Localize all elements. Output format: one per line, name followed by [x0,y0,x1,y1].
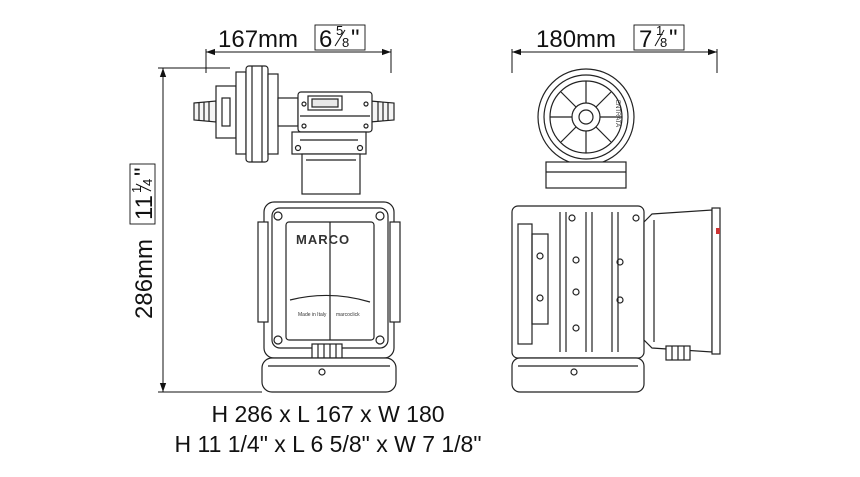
dimensions-summary-mm: H 286 x L 167 x W 180 [211,401,444,427]
height-inch-num: 1 [129,186,144,193]
front-width-dimension [205,24,392,73]
side-inlet-text: ENTRATA [614,100,620,127]
front-pump-head [193,65,395,195]
front-width-inch-whole: 6 [319,26,332,53]
height-inch-mark: " [130,167,157,176]
side-width-mm: 180mm [536,26,616,53]
front-width-inch-den: 8 [342,35,349,50]
front-brand-logo: MARCO [296,232,350,247]
pump-side-view [511,68,721,393]
side-width-dimension [511,24,718,73]
front-width-mm: 167mm [218,26,298,53]
side-width-inch-box [633,24,685,51]
side-junction-box [643,207,721,361]
side-width-inch-num: 1 [656,23,663,38]
height-inch-den: 4 [140,179,155,186]
height-inch-box [129,163,156,225]
side-width-inch-mark: " [669,25,678,52]
pump-front-view [193,65,401,393]
height-mm: 286mm [131,239,158,319]
side-width-inch-den: 8 [660,35,667,50]
dimensions-summary-in: H 11 1/4" x L 6 5/8" x W 7 1/8" [174,431,481,457]
front-width-inch-box [314,24,366,51]
front-left-tag: Made in Italy [298,312,327,318]
height-inch-whole: 11 [131,195,158,220]
front-width-inch-mark: " [351,25,360,52]
front-width-inch-num: 5 [336,23,343,38]
front-motor [257,201,401,393]
side-width-inch-whole: 7 [639,26,652,53]
side-motor [511,205,645,359]
front-right-tag: marcoclick [336,312,360,318]
height-dimension [129,67,262,393]
